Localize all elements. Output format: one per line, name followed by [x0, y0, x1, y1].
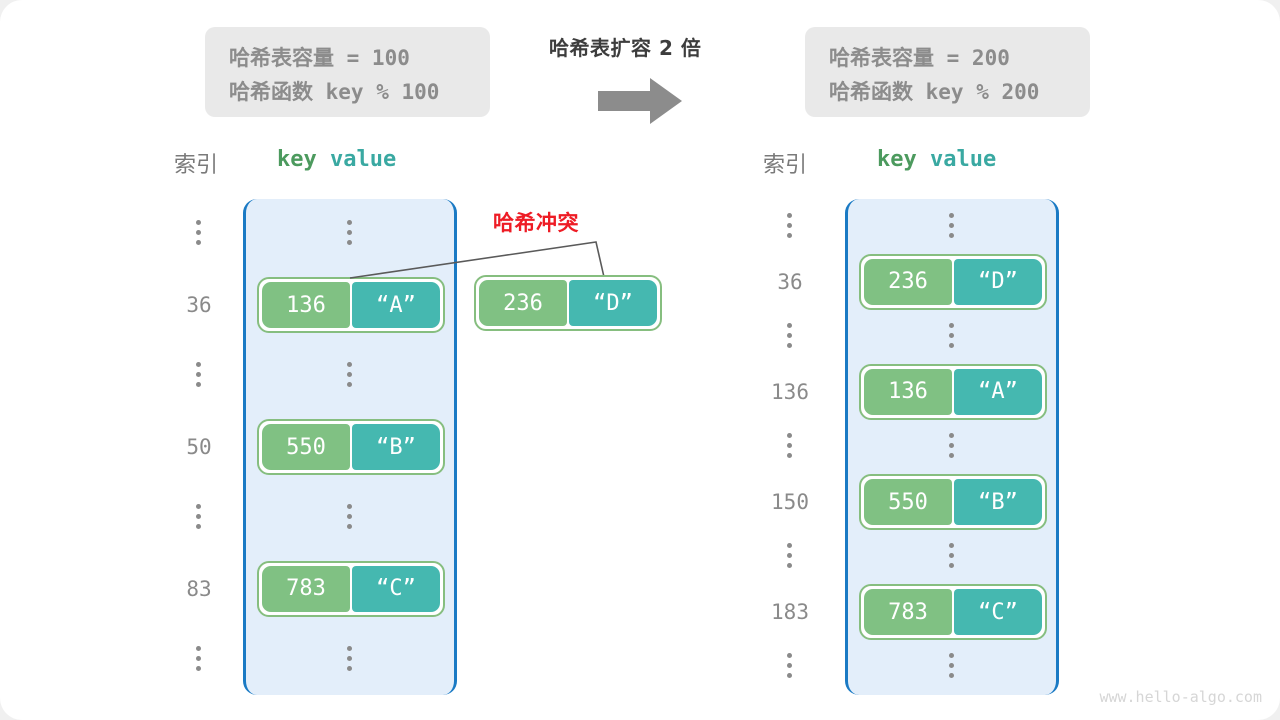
- bucket-ellipsis-icon: [949, 322, 955, 351]
- index-label: 83: [186, 576, 212, 601]
- left-config-box: 哈希表容量 = 100 哈希函数 key % 100: [205, 27, 490, 117]
- left-function-label: 哈希函数: [229, 80, 313, 104]
- pair-key: 550: [262, 424, 350, 470]
- pair-value: “B”: [954, 479, 1042, 526]
- pair-key: 136: [864, 368, 952, 415]
- index-label: 50: [186, 435, 212, 459]
- index-label: 136: [771, 379, 809, 404]
- index-ellipsis-icon: [196, 362, 202, 390]
- pair-value: “C”: [954, 589, 1042, 636]
- bucket-ellipsis-icon: [949, 433, 955, 461]
- pair-key: 550: [864, 479, 952, 526]
- bucket-ellipsis-icon: [949, 653, 955, 681]
- pair-key: 783: [864, 589, 952, 636]
- left-config-line-function: 哈希函数 key % 100: [229, 75, 466, 109]
- key-value-pair: 236“D”: [859, 253, 1047, 310]
- bucket-ellipsis-icon: [347, 362, 353, 390]
- left-function-value: key % 100: [313, 80, 440, 104]
- collision-label: 哈希冲突: [493, 211, 579, 235]
- right-header-keyvalue: key value: [877, 147, 996, 172]
- watermark: www.hello-algo.com: [1099, 688, 1262, 706]
- right-header-index: 索引: [763, 153, 808, 178]
- right-config-line-function: 哈希函数 key % 200: [829, 75, 1066, 109]
- bucket-ellipsis-icon: [347, 503, 353, 532]
- index-label: 183: [771, 600, 809, 625]
- collision-pair-value: “D”: [569, 280, 657, 326]
- pair-value: “B”: [352, 424, 440, 470]
- right-function-value: key % 200: [913, 80, 1040, 104]
- expand-caption: 哈希表扩容 2 倍: [549, 36, 702, 60]
- index-ellipsis-icon: [196, 503, 202, 532]
- bucket-ellipsis-icon: [949, 543, 955, 571]
- right-capacity-value: = 200: [934, 46, 1010, 70]
- pair-key: 136: [262, 282, 350, 329]
- key-value-pair: 550“B”: [257, 419, 445, 475]
- index-ellipsis-icon: [196, 645, 202, 674]
- index-label: 150: [771, 490, 809, 515]
- left-header-keyvalue: key value: [277, 147, 396, 172]
- index-ellipsis-icon: [787, 653, 793, 681]
- index-ellipsis-icon: [196, 220, 202, 248]
- collision-pair-key: 236: [479, 280, 567, 326]
- pair-value: “C”: [352, 565, 440, 612]
- pair-key: 783: [262, 565, 350, 612]
- pair-key: 236: [864, 258, 952, 305]
- left-capacity-value: = 100: [334, 46, 410, 70]
- left-header-value: value: [330, 147, 397, 172]
- pair-value: “A”: [352, 282, 440, 329]
- key-value-pair: 136“A”: [859, 363, 1047, 420]
- right-config-line-capacity: 哈希表容量 = 200: [829, 41, 1066, 75]
- right-header-key: key: [877, 147, 917, 172]
- key-value-pair: 550“B”: [859, 474, 1047, 531]
- index-ellipsis-icon: [787, 543, 793, 571]
- collision-pair: 236 “D”: [474, 275, 662, 331]
- right-capacity-label: 哈希表容量: [829, 46, 934, 70]
- left-capacity-label: 哈希表容量: [229, 46, 334, 70]
- index-label: 36: [186, 293, 212, 318]
- key-value-pair: 783“C”: [859, 584, 1047, 641]
- right-config-box: 哈希表容量 = 200 哈希函数 key % 200: [805, 27, 1090, 117]
- index-ellipsis-icon: [787, 433, 793, 461]
- right-function-label: 哈希函数: [829, 80, 913, 104]
- pair-value: “A”: [954, 368, 1042, 415]
- bucket-ellipsis-icon: [347, 220, 353, 248]
- index-ellipsis-icon: [787, 212, 793, 241]
- index-label: 36: [777, 269, 803, 294]
- bucket-ellipsis-icon: [347, 645, 353, 674]
- index-ellipsis-icon: [787, 322, 793, 351]
- bucket-ellipsis-icon: [949, 212, 955, 241]
- right-arrow-icon: [598, 78, 682, 124]
- left-config-line-capacity: 哈希表容量 = 100: [229, 41, 466, 75]
- left-header-key: key: [277, 147, 317, 172]
- key-value-pair: 783“C”: [257, 560, 445, 617]
- left-header-index: 索引: [174, 153, 219, 178]
- right-header-value: value: [930, 147, 997, 172]
- pair-value: “D”: [954, 258, 1042, 305]
